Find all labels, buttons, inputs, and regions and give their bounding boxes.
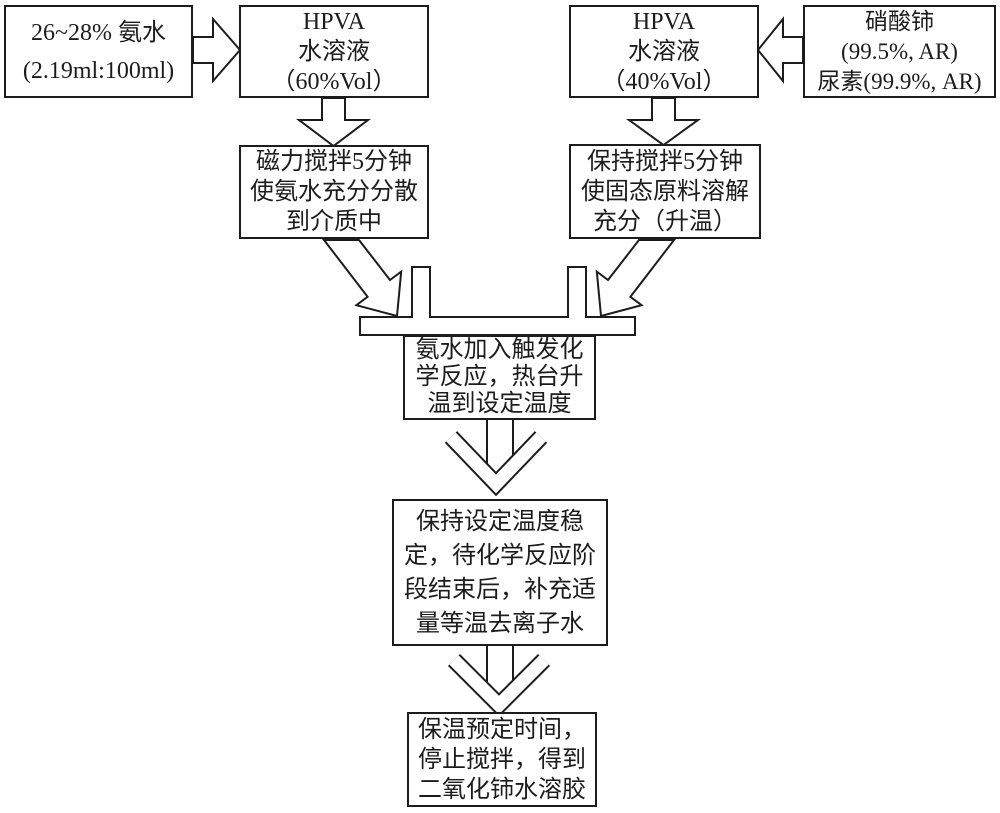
box-text-line: 保温预定时间， — [418, 716, 586, 743]
box-keep-stir-dissolve: 保持搅拌5分钟 使固态原料溶解 充分（升温） — [569, 144, 761, 239]
box-trigger-reaction: 氨水加入触发化 学反应，热台升 温到设定温度 — [403, 335, 596, 420]
box-final-product: 保温预定时间， 停止搅拌，得到 二氧化铈水溶胶 — [407, 712, 597, 807]
box-text-line: 学反应，热台升 — [415, 364, 584, 390]
box-hold-temperature: 保持设定温度稳 定，待化学反应阶 段结束后，补充适 量等温去离子水 — [392, 499, 608, 646]
box-text-line: 26~28% 氨水 — [31, 19, 166, 46]
box-text-line: （40%Vol） — [601, 68, 727, 95]
box-text-line: 使氨水充分分散 — [250, 179, 418, 205]
arrow-down-left-icon — [595, 239, 677, 318]
box-hpva-solution-60: HPVA 水溶液 （60%Vol） — [239, 5, 429, 98]
arrow-right-icon — [192, 16, 242, 84]
box-text-line: 氨水加入触发化 — [415, 337, 584, 363]
box-text-line: 硝酸铈 — [865, 8, 934, 34]
box-ammonia: 26~28% 氨水 (2.19ml:100ml) — [4, 5, 193, 98]
box-text-line: HPVA — [302, 8, 366, 35]
box-text-line: (99.5%, AR) — [841, 38, 958, 64]
box-text-line: 温到设定温度 — [427, 391, 572, 417]
arrow-down-right-icon — [321, 239, 403, 318]
box-text-line: 定，待化学反应阶 — [404, 542, 596, 569]
box-text-line: 停止搅拌，得到 — [418, 746, 586, 773]
arrow-down-icon — [625, 97, 702, 147]
box-text-line: 量等温去离子水 — [416, 610, 584, 637]
box-cerium-nitrate-urea: 硝酸铈 (99.5%, AR) 尿素(99.9%, AR) — [803, 5, 996, 98]
box-text-line: 使固态原料溶解 — [581, 178, 749, 205]
box-text-line: （60%Vol） — [271, 68, 397, 95]
arrow-down-icon — [296, 97, 371, 148]
box-text-line: 二氧化铈水溶胶 — [418, 776, 586, 803]
box-text-line: 水溶液 — [298, 38, 370, 65]
chevron-down-arrow-icon — [444, 420, 548, 497]
box-text-line: 磁力搅拌5分钟 — [256, 149, 412, 175]
box-text-line: (2.19ml:100ml) — [22, 57, 175, 84]
box-text-line: 到介质中 — [286, 209, 382, 235]
box-text-line: 保持搅拌5分钟 — [587, 148, 743, 175]
box-text-line: 尿素(99.9%, AR) — [817, 68, 982, 94]
arrow-left-icon — [756, 16, 804, 84]
box-hpva-solution-40: HPVA 水溶液 （40%Vol） — [569, 5, 759, 98]
box-text-line: 水溶液 — [628, 38, 700, 65]
box-magnetic-stir: 磁力搅拌5分钟 使氨水充分分散 到介质中 — [239, 145, 429, 239]
chevron-down-arrow-icon — [447, 646, 551, 718]
box-text-line: 充分（升温） — [593, 208, 737, 235]
merge-connector — [359, 266, 636, 336]
box-text-line: HPVA — [632, 8, 696, 35]
box-text-line: 保持设定温度稳 — [416, 508, 584, 535]
box-text-line: 段结束后，补充适 — [404, 576, 596, 603]
